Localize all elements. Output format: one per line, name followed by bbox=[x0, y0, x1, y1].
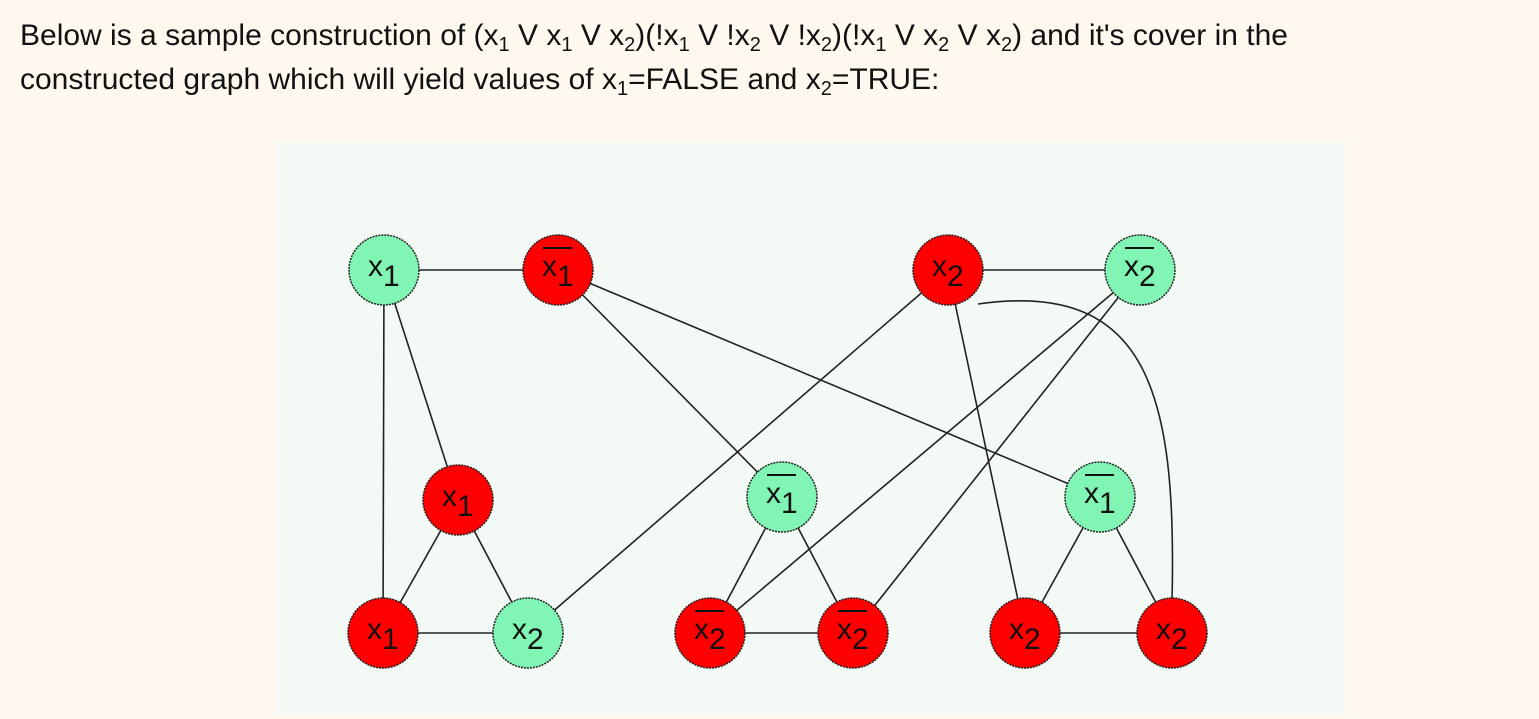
subscript: 2 bbox=[749, 34, 761, 56]
node-circle bbox=[492, 597, 564, 669]
text-run: V x bbox=[509, 19, 562, 52]
graph-node: x2 bbox=[989, 597, 1061, 669]
graph-node: x2 bbox=[1136, 597, 1208, 669]
graph-node: x2 bbox=[912, 234, 984, 306]
subscript: 2 bbox=[938, 34, 950, 56]
graph-node: x2 bbox=[1104, 234, 1176, 306]
node-circle bbox=[522, 234, 594, 306]
text-run: ) and it's cover in the bbox=[1012, 19, 1288, 52]
node-circle bbox=[1064, 461, 1136, 533]
text-run: V !x bbox=[760, 19, 821, 52]
graph-node: x1 bbox=[347, 597, 419, 669]
subscript: 2 bbox=[624, 34, 636, 56]
graph-edge bbox=[557, 269, 1101, 498]
graph-node: x1 bbox=[348, 234, 420, 306]
graph-node: x1 bbox=[522, 234, 594, 306]
subscript: 2 bbox=[820, 34, 833, 56]
text-run: Below is a sample construction of (x bbox=[20, 19, 499, 52]
node-circle bbox=[347, 597, 419, 669]
node-circle bbox=[348, 234, 420, 306]
intro-text: Below is a sample construction of (x1 V … bbox=[20, 14, 1530, 102]
subscript: 1 bbox=[678, 34, 690, 56]
subscript: 2 bbox=[820, 78, 832, 100]
node-circle bbox=[817, 597, 889, 669]
graph-edge bbox=[383, 269, 459, 501]
text-run: =FALSE and x bbox=[628, 63, 821, 96]
intro-line-1: Below is a sample construction of (x1 V … bbox=[20, 14, 1530, 58]
intro-line-2: constructed graph which will yield value… bbox=[20, 58, 1530, 102]
graph-edge bbox=[382, 269, 385, 634]
graph-edge bbox=[947, 269, 1026, 634]
graph-node: x2 bbox=[674, 597, 746, 669]
graph-node: x2 bbox=[492, 597, 564, 669]
text-run: )(!x bbox=[832, 19, 876, 52]
node-circle bbox=[989, 597, 1061, 669]
graph-edge bbox=[709, 269, 1141, 634]
node-circle bbox=[912, 234, 984, 306]
graph-edge bbox=[977, 300, 1174, 602]
graph-node: x2 bbox=[817, 597, 889, 669]
text-run: constructed graph which will yield value… bbox=[20, 63, 617, 96]
node-circle bbox=[746, 461, 818, 533]
node-circle bbox=[1104, 234, 1176, 306]
text-run: V !x bbox=[689, 19, 750, 52]
subscript: 1 bbox=[875, 34, 887, 56]
text-run: V x bbox=[572, 19, 625, 52]
text-run: V x bbox=[949, 19, 1001, 52]
node-circle bbox=[422, 464, 494, 536]
text-run: =TRUE: bbox=[831, 63, 940, 96]
graph-edge bbox=[852, 269, 1141, 634]
graph-node: x1 bbox=[422, 464, 494, 536]
subscript: 1 bbox=[616, 78, 629, 100]
text-run: )(!x bbox=[635, 19, 679, 52]
graph-node: x1 bbox=[746, 461, 818, 533]
subscript: 2 bbox=[1000, 34, 1013, 56]
node-circle bbox=[674, 597, 746, 669]
graph-node: x1 bbox=[1064, 461, 1136, 533]
text-run: V x bbox=[886, 19, 939, 52]
node-circle bbox=[1136, 597, 1208, 669]
graph-edge bbox=[557, 269, 783, 498]
subscript: 1 bbox=[561, 34, 573, 56]
subscript: 1 bbox=[498, 34, 510, 56]
graph-edge bbox=[527, 269, 949, 634]
